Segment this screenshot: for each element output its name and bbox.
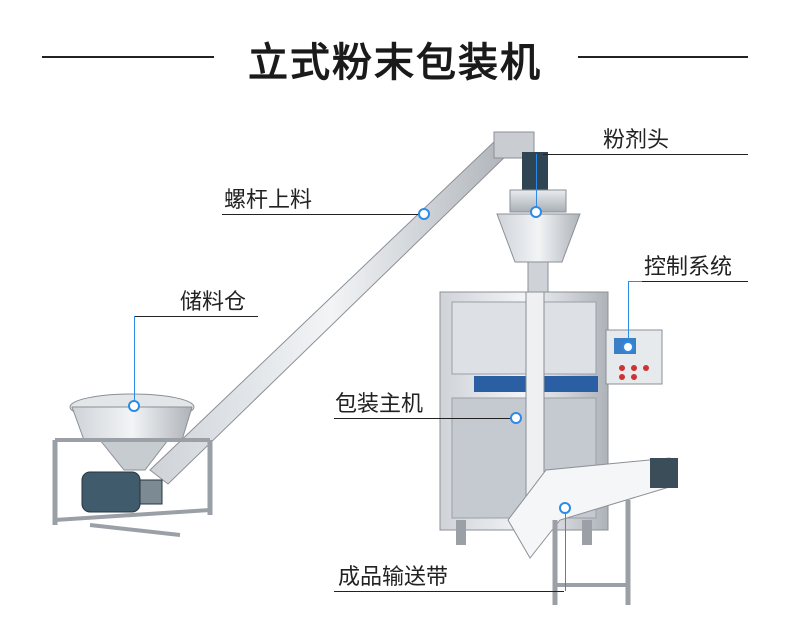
callout-conveyor-leader [565, 510, 566, 591]
title-left-rule [42, 56, 214, 58]
callout-main-machine-marker [510, 412, 522, 424]
callout-conveyor-marker [559, 502, 571, 514]
callout-powder-head-underline [543, 154, 748, 155]
callout-conveyor-label: 成品输送带 [338, 565, 449, 590]
callout-control-system-underline [640, 281, 748, 282]
callout-storage-hopper-label: 储料仓 [180, 290, 247, 315]
callout-conveyor-underline [334, 591, 564, 592]
callout-control-system-leader-v [628, 281, 629, 343]
callout-main-machine-label: 包装主机 [335, 392, 424, 417]
callout-screw-feeder-marker [418, 208, 430, 220]
callout-storage-hopper-marker [128, 400, 140, 412]
callout-control-system-marker [622, 341, 634, 353]
page-title: 立式粉末包装机 [248, 40, 542, 86]
callout-powder-head-marker [530, 206, 542, 218]
callout-control-system-label: 控制系统 [644, 255, 733, 280]
conveyor-belt [507, 457, 678, 605]
callout-screw-feeder-underline [222, 214, 420, 215]
callout-storage-hopper-underline [134, 316, 258, 317]
callout-powder-head-label: 粉剂头 [603, 128, 670, 153]
powder-head [496, 152, 581, 303]
callout-powder-head-leader [536, 154, 537, 212]
title-right-rule [578, 56, 748, 58]
callout-control-system-leader-h [628, 281, 642, 282]
callout-screw-feeder-label: 螺杆上料 [224, 188, 313, 213]
callout-storage-hopper-leader [134, 316, 135, 402]
callout-main-machine-underline [334, 418, 512, 419]
control-panel [605, 329, 663, 385]
